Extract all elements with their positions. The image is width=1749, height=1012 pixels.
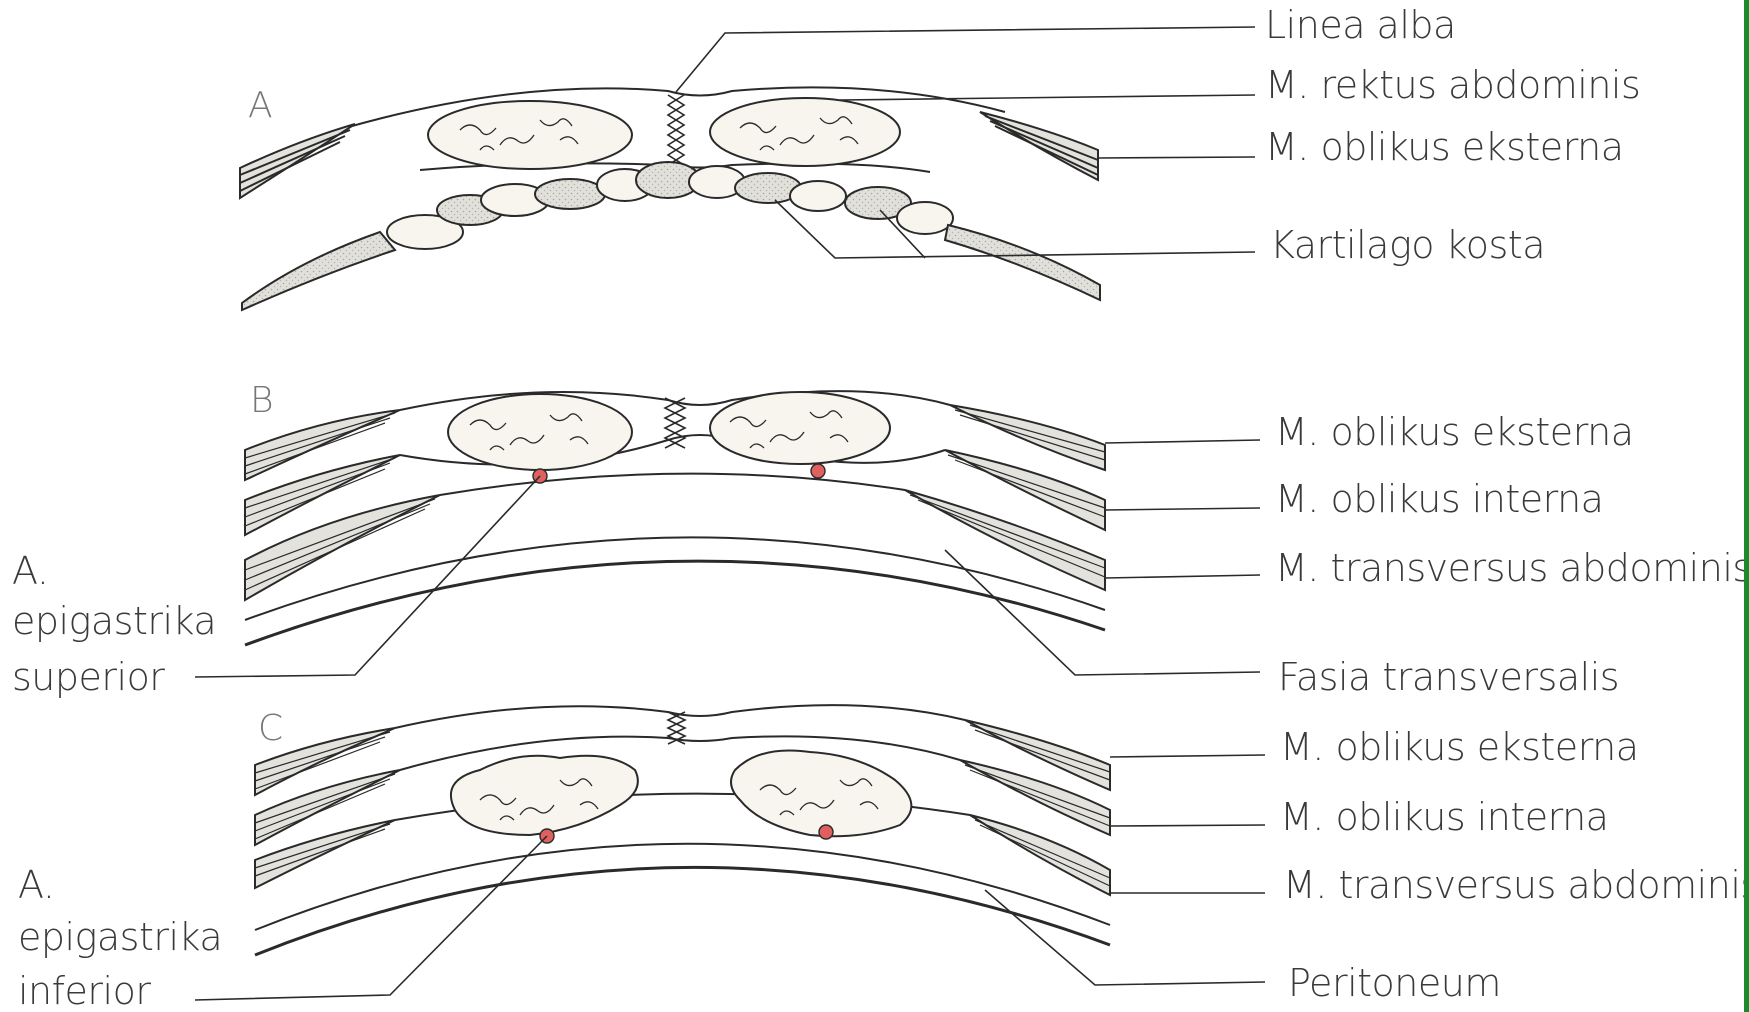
panel-a-rectus-left [428,101,632,169]
label-rektus-abdominis: M. rektus abdominis [1265,63,1640,107]
leader-obl-int-b [1105,508,1260,510]
leader-linea-alba [676,27,1255,92]
leader-transv-b [1105,575,1260,578]
leader-peritoneum [985,890,1265,985]
panel-b-vessel-right [811,464,825,478]
leader-obl-ext-c [1110,755,1265,757]
label-epi-inf-line-3: inferior [18,969,151,1012]
label-oblikus-interna-b: M. oblikus interna [1275,477,1603,521]
label-fasia-transversalis: Fasia transversalis [1278,655,1619,699]
panel-b-peritoneum-line [245,561,1105,645]
label-epi-sup-line-3: superior [12,655,165,699]
leader-obl-int-c [1110,825,1265,826]
panel-c: C [195,705,1265,1000]
panel-c-peritoneum-line [255,867,1110,955]
panel-c-rectus-left [451,756,638,835]
panel-c-letter: C [258,708,283,749]
label-kartilago-kosta: Kartilago kosta [1270,223,1545,267]
panel-b: B [195,380,1260,677]
panel-c-left-muscles [255,728,400,888]
leader-obl-ext-a [1098,157,1255,158]
leader-obl-ext-b [1105,440,1260,443]
label-transversus-c: M. transversus abdominis [1283,863,1749,907]
panel-a-rectus-right [710,98,900,166]
panel-b-rectus-right [710,392,890,464]
label-oblikus-eksterna-a: M. oblikus eksterna [1265,125,1624,169]
label-transversus-b: M. transversus abdominis [1275,546,1749,590]
label-epi-inf-line-2: epigastrika [18,915,222,959]
panel-a-left-oblique-muscle [240,124,355,198]
panel-c-right-muscles [960,720,1110,895]
label-oblikus-eksterna-b: M. oblikus eksterna [1275,410,1634,454]
label-peritoneum: Peritoneum [1288,961,1501,1005]
label-oblikus-interna-c: M. oblikus interna [1280,795,1608,839]
panel-a-right-oblique-muscle [980,112,1098,180]
panel-a: A [240,27,1255,310]
panel-c-fascia-line [255,844,1110,930]
label-epi-inf-line-1: A. [18,863,54,907]
panel-a-letter: A [248,85,273,126]
panel-b-inner-line [440,474,905,495]
leader-rektus-a [840,95,1255,100]
label-linea-alba: Linea alba [1265,3,1456,47]
panel-a-costal-cartilage [242,162,1100,310]
panel-b-left-muscles [245,410,440,600]
label-oblikus-eksterna-c: M. oblikus eksterna [1280,725,1639,769]
panel-c-outer-line [395,705,965,728]
panel-c-vessel-right [819,825,833,839]
label-epi-sup-line-1: A. [12,549,48,593]
panel-c-rectus-right [731,750,911,836]
panel-b-rectus-left [448,394,632,470]
right-edge-bar [1744,0,1749,1012]
panel-a-linea-alba [668,95,684,165]
panel-b-letter: B [250,380,274,421]
label-epi-sup-line-2: epigastrika [12,599,216,643]
